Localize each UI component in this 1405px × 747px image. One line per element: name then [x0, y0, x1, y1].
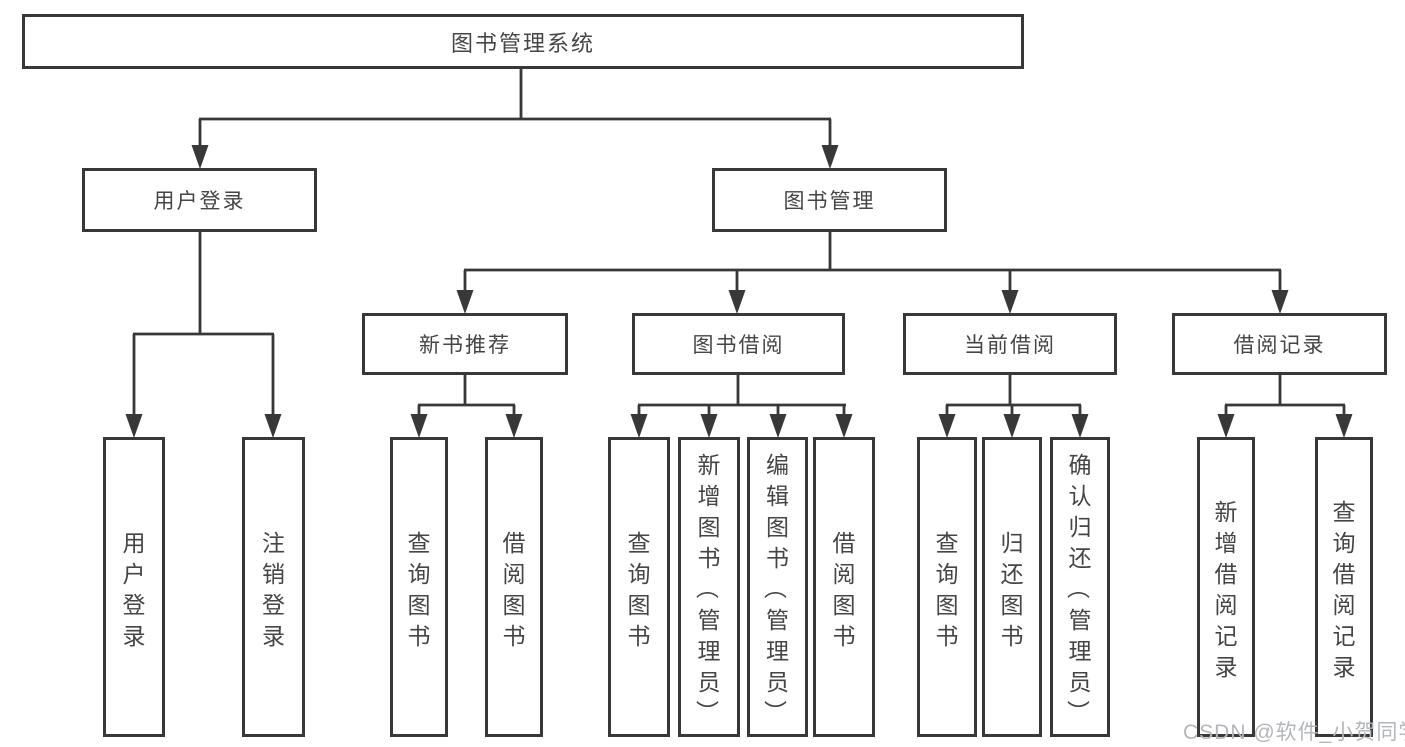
- node-new-book-recommend: 新书推荐: [362, 313, 568, 375]
- node-user-login: 用户登录: [82, 168, 317, 232]
- node-leaf-borrow-books-1: 借阅图书: [485, 437, 543, 737]
- node-leaf-query-books-1: 查询图书: [390, 437, 448, 737]
- node-current-borrow: 当前借阅: [903, 313, 1117, 375]
- leaf-label: 确认归还（管理员）: [1065, 452, 1092, 723]
- node-leaf-user-login: 用户登录: [103, 437, 165, 737]
- node-leaf-confirm-return-admin: 确认归还（管理员）: [1050, 437, 1110, 737]
- node-leaf-add-books-admin: 新增图书（管理员）: [678, 437, 740, 737]
- leaf-label: 查询图书: [407, 529, 431, 649]
- leaf-label: 注销登录: [262, 529, 285, 649]
- node-leaf-add-borrow-record: 新增借阅记录: [1197, 437, 1255, 737]
- leaf-label: 编辑图书（管理员）: [762, 452, 790, 723]
- node-leaf-query-books-2: 查询图书: [608, 437, 670, 737]
- node-leaf-query-books-3: 查询图书: [917, 437, 977, 737]
- leaf-label: 查询图书: [627, 529, 651, 649]
- leaf-label: 查询借阅记录: [1332, 498, 1356, 680]
- node-leaf-edit-books-admin: 编辑图书（管理员）: [747, 437, 808, 737]
- node-book-management: 图书管理: [712, 168, 947, 232]
- node-leaf-borrow-books-2: 借阅图书: [813, 437, 875, 737]
- leaf-label: 借阅图书: [832, 529, 856, 649]
- leaf-label: 归还图书: [1000, 529, 1024, 649]
- node-leaf-return-books: 归还图书: [982, 437, 1042, 737]
- leaf-label: 新增图书（管理员）: [694, 452, 721, 723]
- node-leaf-query-borrow-record: 查询借阅记录: [1315, 437, 1373, 737]
- leaf-label: 借阅图书: [502, 529, 526, 649]
- watermark: CSDN @软件_小贺同学: [1183, 721, 1405, 744]
- node-borrow-records: 借阅记录: [1172, 313, 1387, 375]
- leaf-label: 用户登录: [122, 529, 146, 649]
- node-book-management-system: 图书管理系统: [22, 14, 1024, 69]
- node-leaf-logout: 注销登录: [242, 437, 305, 737]
- leaf-label: 查询图书: [935, 529, 959, 649]
- leaf-label: 新增借阅记录: [1214, 498, 1238, 680]
- node-book-borrow: 图书借阅: [632, 313, 845, 375]
